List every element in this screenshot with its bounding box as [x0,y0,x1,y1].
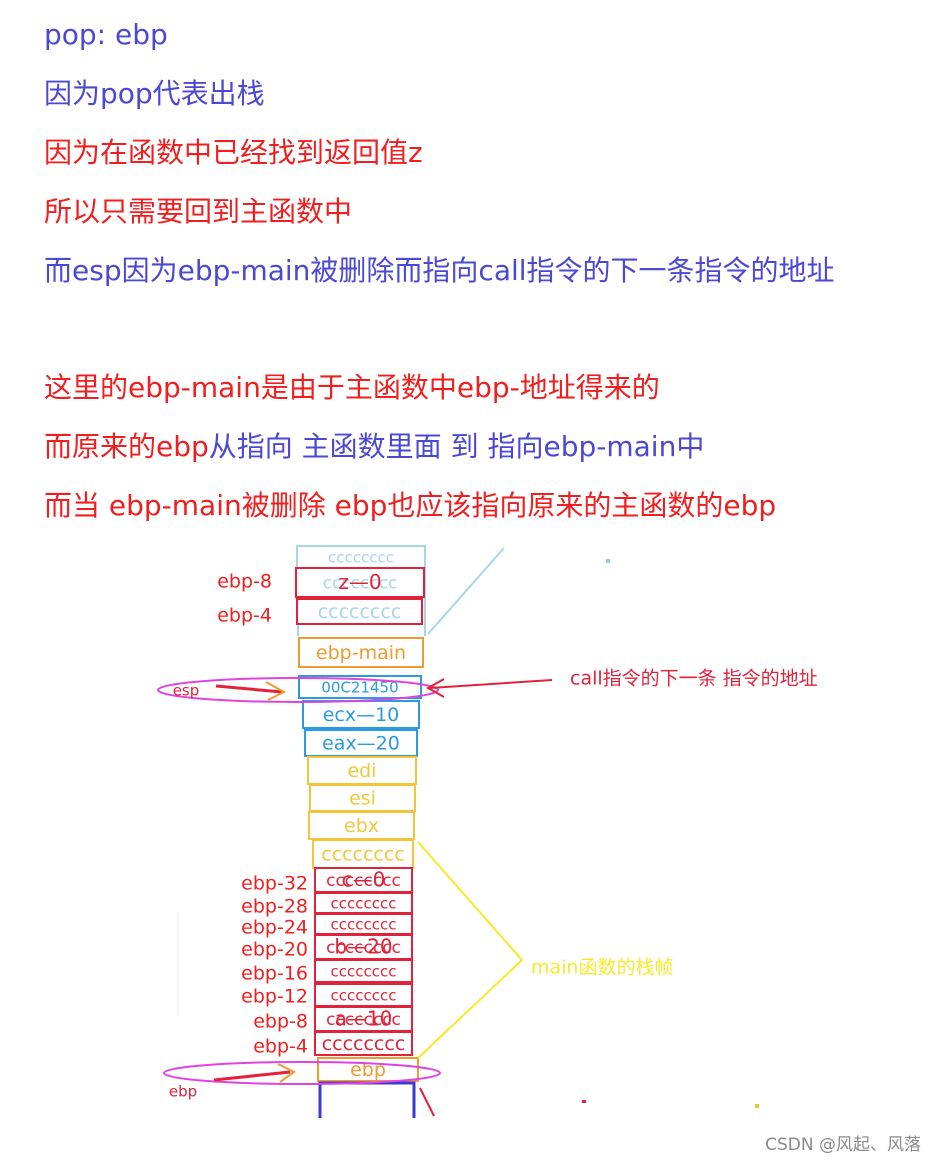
text-line-7-part-1: 而原来的ebp [44,430,209,463]
main-offset-label-6: ebp-12 [241,986,308,1008]
stack-continuation [318,1081,416,1118]
top-offset-label-1: ebp-8 [217,571,272,593]
text-line-3: 因为在函数中已经找到返回值z [44,136,423,169]
main-offset-label-1: ebp-32 [241,873,308,895]
text-line-7-part-2: 从指向 主函数里面 到 指向ebp-main中 [208,430,705,463]
stack-cell-13-label: cccccccc [331,895,397,913]
main-offset-label-3: ebp-24 [241,917,308,939]
main-offset-label-4: ebp-20 [241,939,308,961]
main-offset-label-5: ebp-16 [241,963,308,985]
esp-pointer-label: esp [173,682,200,700]
text-line-7: 而原来的ebp从指向 主函数里面 到 指向ebp-main中 [44,429,704,465]
main-offset-label-8: ebp-4 [253,1036,308,1058]
stack-cell-2 [295,567,425,598]
stack-cell-3-label: cccccccc [318,601,402,623]
dot-mark-2 [582,1100,586,1103]
stack-cell-3 [296,598,423,625]
stack-cell-11-label: cccccccc [321,844,405,866]
stack-cell-17-label: cccccccc [331,987,397,1005]
main-offset-label-7: ebp-8 [253,1011,308,1033]
call-next-annotation: call指令的下一条 指令的地址 [570,668,818,690]
stack-cell-7-label: eax—20 [322,733,400,755]
stack-cell-9-label: esi [349,788,376,810]
call-next-arrow-head [425,678,445,698]
stack-cell-10 [308,811,415,840]
stack-cell-15-label: b—20 [334,935,392,959]
watermark: CSDN @风起、风落 [765,1135,921,1155]
ebp-arrow-line [213,1070,291,1082]
stack-cell-12-overlay: cccccccc [326,871,401,891]
stack-cell-19-label: cccccccc [322,1033,406,1055]
stack-cell-18-label: a—10 [335,1007,393,1031]
dot-mark-3 [755,1104,759,1108]
ebp-arrow-head [277,1063,296,1083]
text-line-4: 所以只需要回到主函数中 [44,195,353,228]
stack-mark-line [419,1087,435,1117]
stack-cell-10-label: ebx [344,815,379,837]
main-frame-brace [417,841,524,1059]
dot-mark-1 [606,559,610,563]
stack-cell-18-overlay: cccccccc [326,1010,401,1030]
ebp-pointer-label: ebp [169,1083,197,1101]
stack-cell-2-label: z—0 [338,570,381,594]
stack-cell-6 [302,700,420,729]
esp-ellipse [157,677,439,703]
stack-cell-4 [298,637,424,668]
stack-cell-4-label: ebp-main [316,642,406,664]
text-line-5: 而esp因为ebp-main被删除而指向call指令的下一条指令的地址 [44,254,835,287]
stack-cell-12 [314,867,413,893]
main-offset-label-2: ebp-28 [241,896,308,918]
top-offset-label-2: ebp-4 [217,605,272,627]
stack-cell-18 [314,1006,413,1032]
stack-cell-14-label: cccccccc [331,916,397,934]
text-line-8: 而当 ebp-main被删除 ebp也应该指向原来的主函数的ebp [44,489,777,522]
stack-cell-6-label: ecx—10 [323,704,400,726]
stack-cell-9 [309,784,416,812]
stack-cell-5-label: 00C21450 [321,679,398,697]
text-line-1: pop: ebp [44,18,168,51]
text-line-6: 这里的ebp-main是由于主函数中ebp-地址得来的 [44,371,660,404]
ebp-ellipse [163,1061,441,1085]
stack-cell-19 [314,1031,413,1056]
stack-cell-16 [314,959,413,983]
main-frame-annotation: main函数的栈帧 [531,957,673,979]
frame-diagonal-line [427,547,505,635]
call-next-arrow-line [429,679,553,689]
esp-arrow-line [215,684,283,694]
stack-cell-15-overlay: cccccccc [326,938,401,958]
stack-cell-12-label: c—0 [342,868,386,892]
stack-cell-8-label: edi [347,760,376,782]
stack-cell-2-overlay: cccccccc [323,574,398,594]
text-line-2: 因为pop代表出栈 [44,77,265,110]
stack-cell-16-label: cccccccc [331,963,397,981]
esp-arrow-head [265,681,287,701]
stack-cell-1-label: cccccccc [328,549,394,567]
